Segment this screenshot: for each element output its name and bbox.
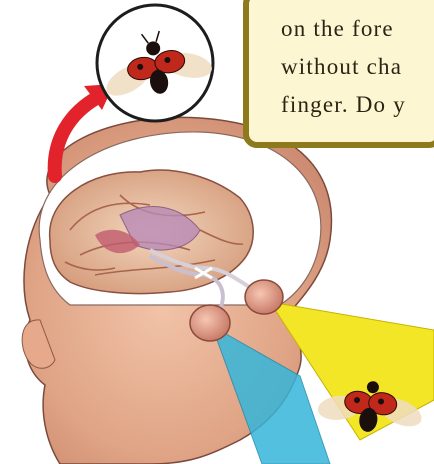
caption-line: without cha [281, 48, 434, 86]
caption-text: on the fore without cha finger. Do y [281, 10, 434, 124]
caption-line: finger. Do y [281, 86, 434, 124]
caption-box: on the fore without cha finger. Do y [243, 0, 434, 148]
caption-line: on the fore [281, 10, 434, 48]
ladybug-inset [94, 5, 218, 121]
